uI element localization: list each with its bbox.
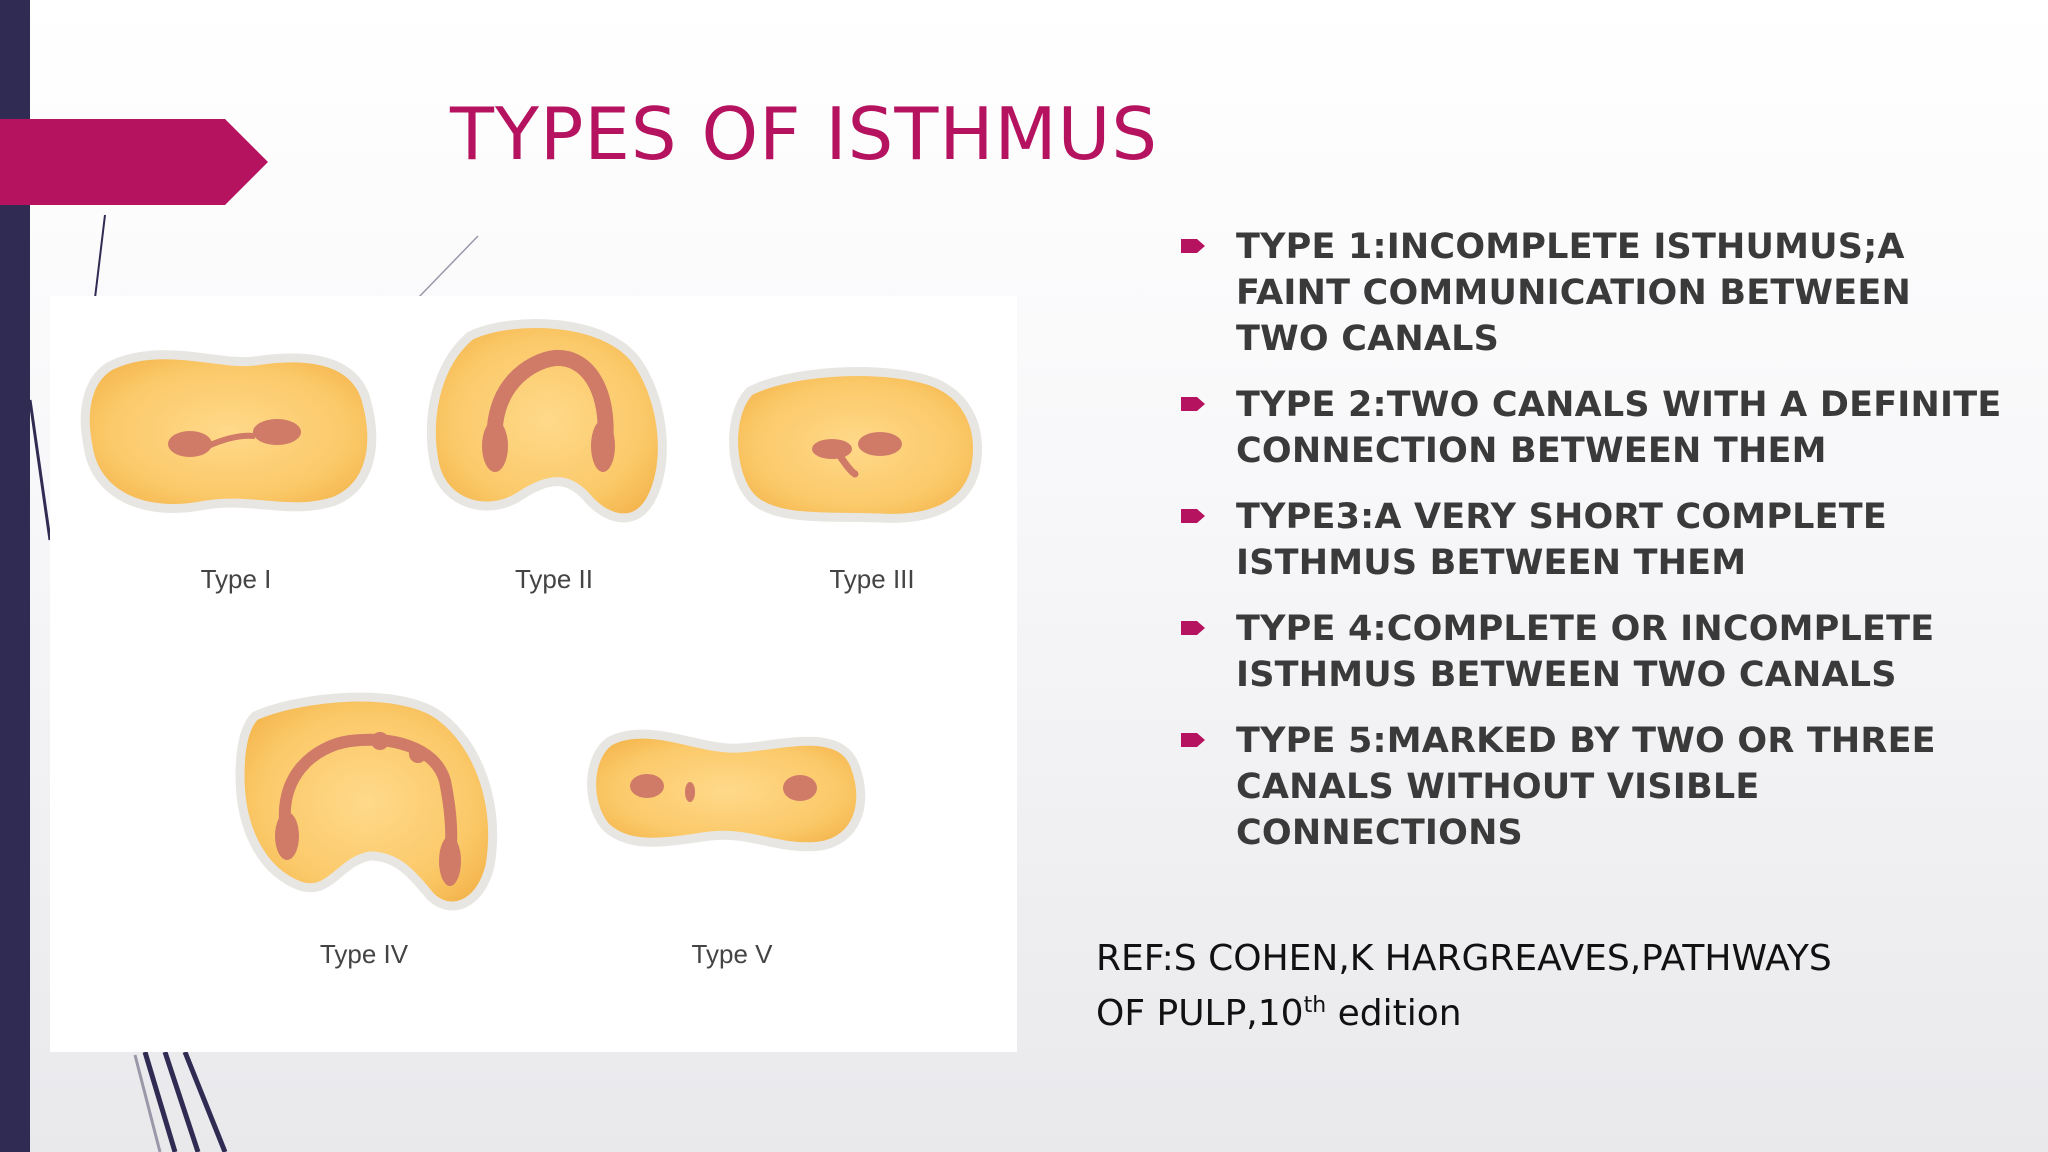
type-2-cross-section	[426, 319, 667, 523]
type-3-label: Type III	[829, 564, 914, 594]
list-item: TYPE 1:INCOMPLETE ISTHUMUS;A FAINT COMMU…	[1176, 224, 2016, 362]
list-item-text: TYPE3:A VERY SHORT COMPLETE ISTHMUS BETW…	[1236, 497, 1887, 583]
list-item-text: TYPE 4:COMPLETE OR INCOMPLETE ISTHMUS BE…	[1236, 609, 1935, 695]
isthmus-type-list: TYPE 1:INCOMPLETE ISTHUMUS;A FAINT COMMU…	[1176, 224, 2016, 876]
reference-suffix: edition	[1326, 993, 1462, 1034]
type-1-cross-section	[80, 350, 377, 513]
type-4-cross-section	[235, 692, 497, 911]
isthmus-types-figure: Type I Type II Type III Type IV Type V	[50, 296, 1017, 1052]
title-arrow-banner	[0, 119, 268, 205]
slide-title: TYPES OF ISTHMUS	[450, 92, 1159, 176]
list-item: TYPE 5:MARKED BY TWO OR THREE CANALS WIT…	[1176, 718, 2016, 856]
arrow-bullet-icon	[1181, 733, 1205, 747]
type-5-cross-section	[587, 729, 866, 852]
type-1-label: Type I	[201, 564, 272, 594]
arrow-bullet-icon	[1181, 621, 1205, 635]
list-item-text: TYPE 1:INCOMPLETE ISTHUMUS;A FAINT COMMU…	[1236, 227, 1911, 359]
list-item-text: TYPE 2:TWO CANALS WITH A DEFINITE CONNEC…	[1236, 385, 2002, 471]
decorative-lines	[28, 214, 479, 1152]
reference-citation: REF:S COHEN,K HARGREAVES,PATHWAYS OF PUL…	[1096, 935, 1856, 1037]
reference-text: REF:S COHEN,K HARGREAVES,PATHWAYS OF PUL…	[1096, 938, 1832, 1034]
arrow-bullet-icon	[1181, 239, 1205, 253]
reference-superscript: th	[1303, 993, 1327, 1018]
list-item-text: TYPE 5:MARKED BY TWO OR THREE CANALS WIT…	[1236, 721, 1936, 853]
arrow-bullet-icon	[1181, 397, 1205, 411]
list-item: TYPE 2:TWO CANALS WITH A DEFINITE CONNEC…	[1176, 382, 2016, 474]
type-3-cross-section	[729, 367, 983, 523]
type-4-label: Type IV	[320, 939, 409, 969]
list-item: TYPE 4:COMPLETE OR INCOMPLETE ISTHMUS BE…	[1176, 606, 2016, 698]
type-5-label: Type V	[692, 939, 774, 969]
type-2-label: Type II	[515, 564, 593, 594]
arrow-bullet-icon	[1181, 509, 1205, 523]
list-item: TYPE3:A VERY SHORT COMPLETE ISTHMUS BETW…	[1176, 494, 2016, 586]
